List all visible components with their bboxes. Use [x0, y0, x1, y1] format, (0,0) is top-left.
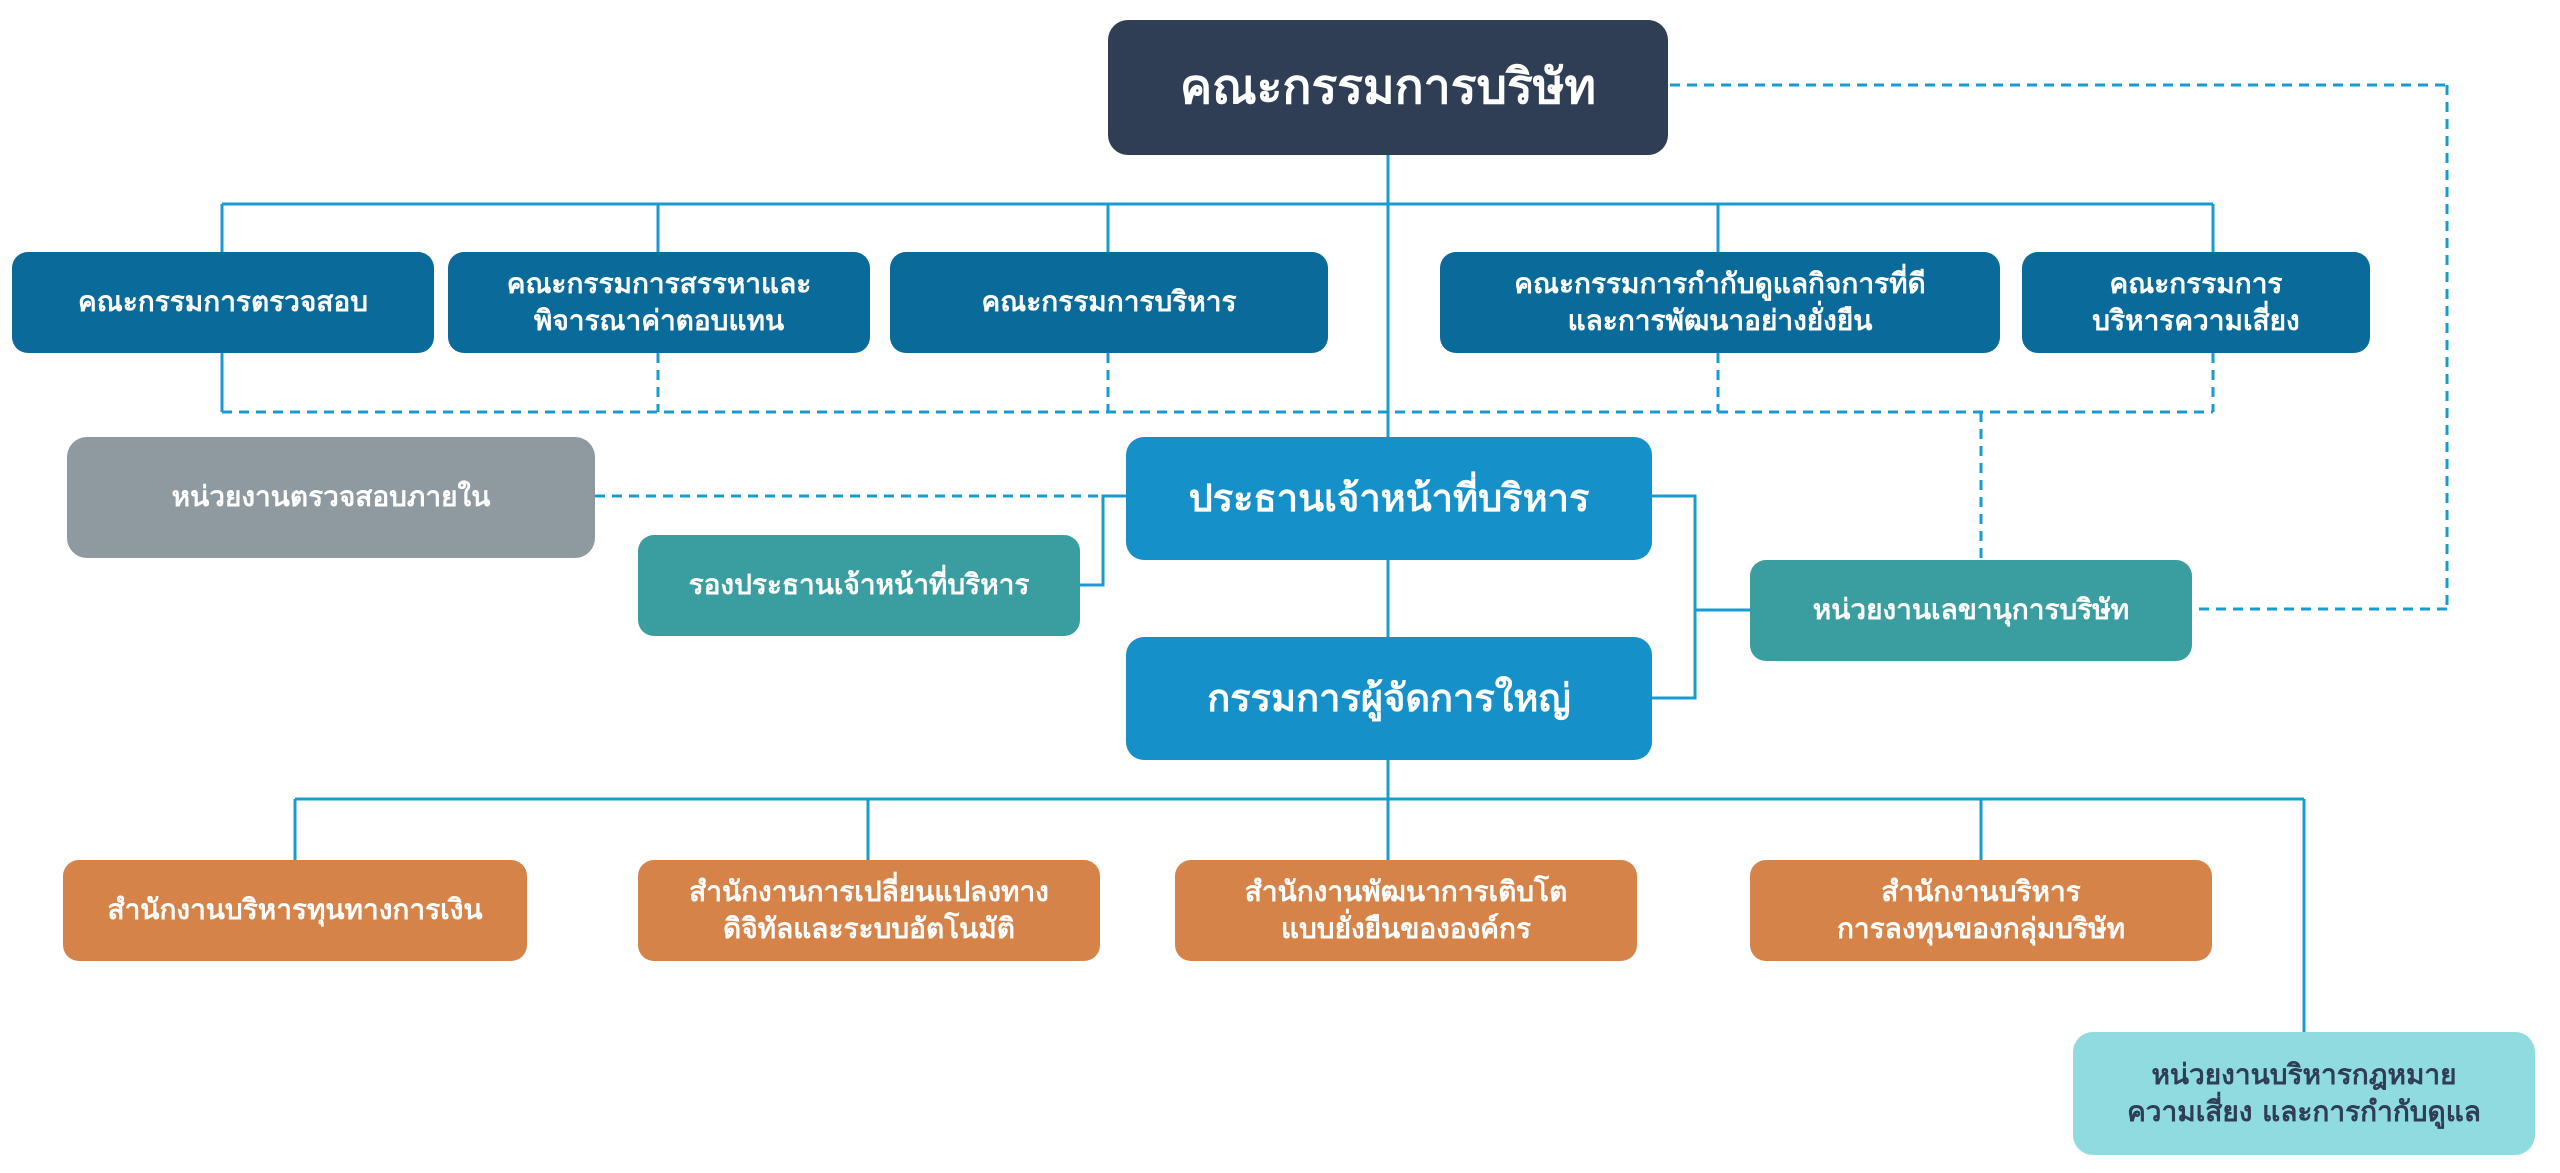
ceo-box: ประธานเจ้าหน้าที่บริหาร	[1126, 437, 1652, 560]
audit-committee: คณะกรรมการตรวจสอบ	[12, 252, 434, 353]
dashed-connectors	[222, 83, 2449, 611]
board-of-directors: คณะกรรมการบริษัท	[1108, 20, 1668, 155]
solid-connectors	[220, 155, 2306, 1032]
sustainable-growth-office: สำนักงานพัฒนาการเติบโต แบบยั่งยืนขององค์…	[1175, 860, 1637, 961]
executive-committee: คณะกรรมการบริหาร	[890, 252, 1328, 353]
group-investment-office: สำนักงานบริหาร การลงทุนของกลุ่มบริษัท	[1750, 860, 2212, 961]
risk-management-committee: คณะกรรมการ บริหารความเสี่ยง	[2022, 252, 2370, 353]
digital-transformation-office: สำนักงานการเปลี่ยนแปลงทาง ดิจิทัลและระบบ…	[638, 860, 1100, 961]
company-secretary-unit: หน่วยงานเลขานุการบริษัท	[1750, 560, 2192, 661]
nomination-remuneration-committee: คณะกรรมการสรรหาและ พิจารณาค่าตอบแทน	[448, 252, 870, 353]
internal-audit-unit: หน่วยงานตรวจสอบภายใน	[67, 437, 595, 558]
legal-risk-compliance-unit: หน่วยงานบริหารกฎหมาย ความเสี่ยง และการกำ…	[2073, 1032, 2535, 1155]
deputy-ceo-box: รองประธานเจ้าหน้าที่บริหาร	[638, 535, 1080, 636]
governance-sustainability-committee: คณะกรรมการกำกับดูแลกิจการที่ดี และการพัฒ…	[1440, 252, 2000, 353]
financial-capital-office: สำนักงานบริหารทุนทางการเงิน	[63, 860, 527, 961]
president-box: กรรมการผู้จัดการใหญ่	[1126, 637, 1652, 760]
